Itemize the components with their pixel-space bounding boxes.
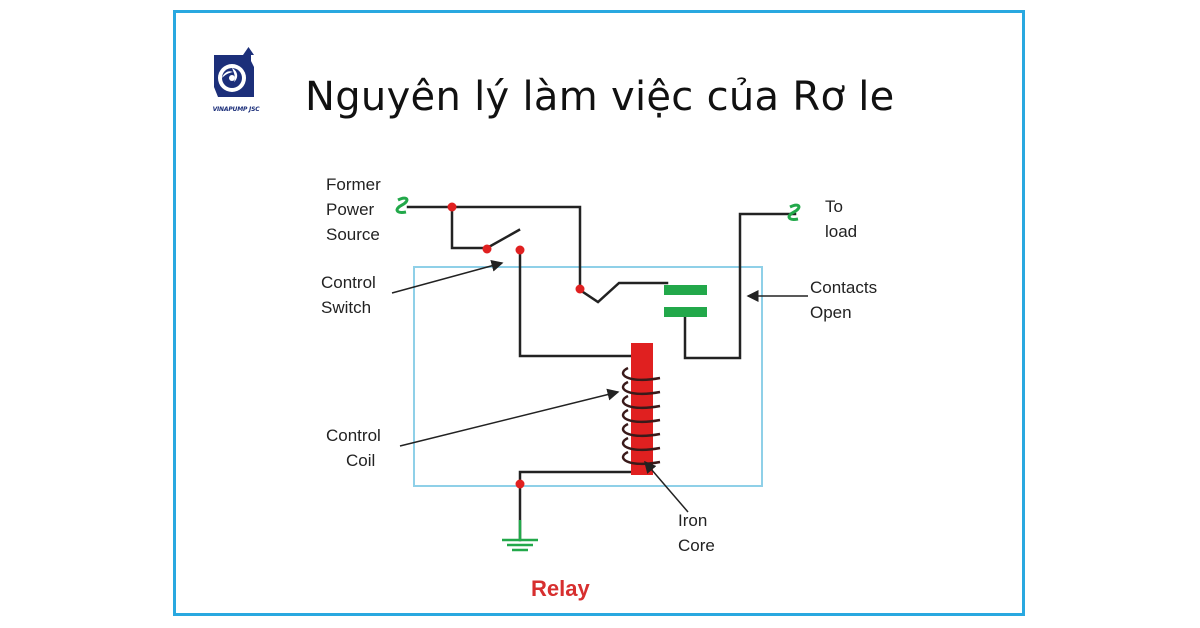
logo-text: VINAPUMP JSC [212, 106, 260, 113]
iron-core-arrow [644, 460, 689, 513]
junction-dot [575, 284, 585, 294]
junction-dot [482, 244, 492, 254]
source-terminal-icon [395, 196, 409, 214]
control-switch-label: Control Switch [321, 273, 376, 317]
former-power-source-label: Former Power Source [326, 175, 381, 244]
armature-wire [578, 281, 669, 304]
contacts-open-label: Contacts Open [810, 278, 878, 322]
lower-contact [664, 307, 707, 317]
control-coil-arrow [399, 388, 620, 447]
page-title: Nguyên lý làm việc của Rơ le [305, 74, 895, 120]
junction-dot [515, 479, 525, 489]
load-wire [683, 212, 797, 360]
power-wire [406, 205, 582, 289]
coil-to-ground-wire [518, 470, 642, 542]
switch-branch-wire [450, 205, 489, 250]
control-coil-label: Control Coil [326, 426, 381, 470]
ground-icon [502, 520, 538, 552]
load-terminal-icon [787, 203, 801, 221]
image-frame [173, 10, 1025, 616]
relay-label: Relay [531, 576, 590, 601]
control-switch-lever [485, 228, 521, 250]
junction-dot [515, 245, 525, 255]
upper-contact [664, 285, 707, 295]
junction-dot [447, 202, 457, 212]
to-load-label: To load [825, 197, 858, 241]
iron-core-label: Iron Core [678, 511, 715, 555]
relay-box [413, 266, 763, 487]
switch-to-coil-wire [518, 248, 634, 358]
vinapump-logo-icon [214, 47, 254, 97]
control-switch-arrow [391, 259, 504, 294]
